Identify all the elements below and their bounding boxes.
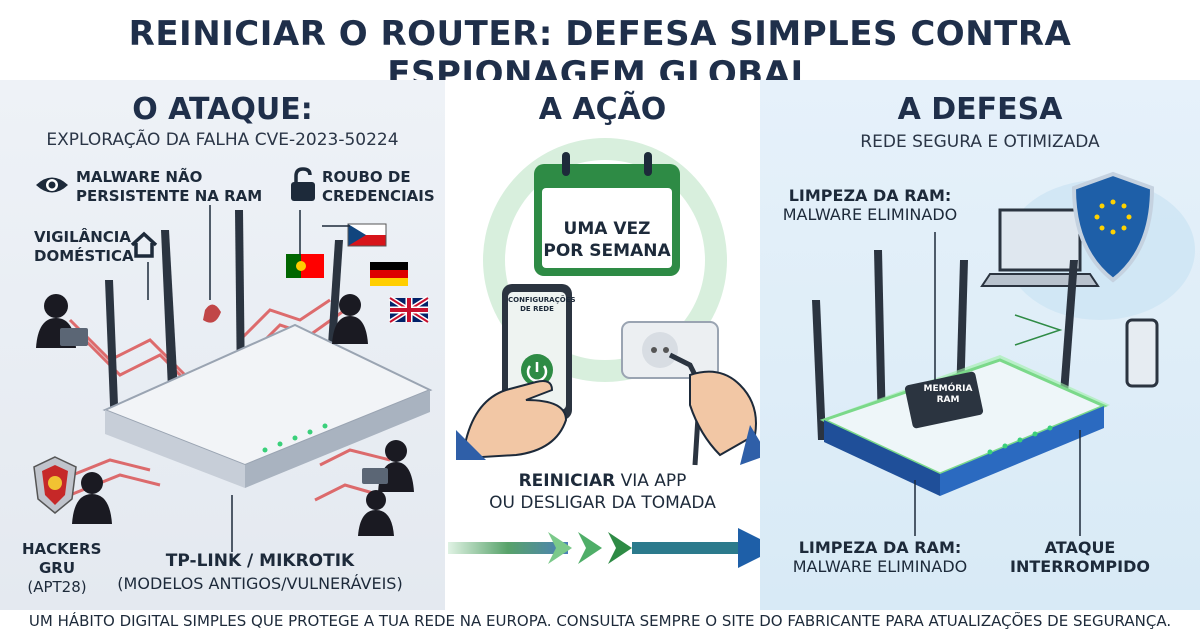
germany-flag-icon [370, 262, 408, 286]
hand-unplugging [668, 352, 768, 466]
action-heading: A AÇÃO [538, 92, 667, 127]
progress-arrows [448, 528, 778, 568]
defense-pointers [914, 232, 1081, 536]
hacker-figure [362, 440, 414, 492]
uk-flag-icon [388, 295, 430, 325]
power-socket [621, 321, 719, 379]
footer-note: UM HÁBITO DIGITAL SIMPLES QUE PROTEGE A … [28, 612, 1172, 630]
portugal-flag-icon [286, 254, 324, 278]
eu-shield-icon [1071, 171, 1155, 283]
ram-cleanup-label-top: LIMPEZA DA RAM:MALWARE ELIMINADO [782, 186, 958, 224]
hand-left [456, 380, 568, 460]
hacker-figure [358, 490, 394, 536]
router-pointer [231, 495, 233, 552]
smartphone-icon [1125, 318, 1159, 388]
unlock-icon [291, 167, 315, 201]
router-secured [812, 250, 1110, 496]
router-models-label: TP-LINK / MIKROTIK [165, 551, 355, 571]
defense-heading: A DEFESA [897, 92, 1063, 127]
attack-heading: O ATAQUE: [132, 92, 313, 127]
router-vulnerable [102, 210, 433, 488]
eye-icon [36, 177, 68, 193]
attack-subtitle: EXPLORAÇÃO DA FALHA CVE-2023-50224 [46, 130, 399, 150]
hacker-figure [36, 294, 88, 348]
home-icon [130, 231, 158, 258]
page-title: REINICIAR O ROUTER: DEFESA SIMPLES CONTR… [128, 14, 1072, 94]
hacker-figure [72, 472, 112, 524]
ram-cleanup-label-bottom: LIMPEZA DA RAM:MALWARE ELIMINADO [792, 538, 968, 576]
hacker-figure [332, 294, 368, 344]
router-models-note: (MODELOS ANTIGOS/VULNERÁVEIS) [117, 574, 403, 593]
gru-emblem-icon [33, 456, 77, 514]
czech-flag-icon [347, 223, 387, 247]
calendar-icon [534, 152, 680, 276]
defense-subtitle: REDE SEGURA E OTIMIZADA [860, 132, 1100, 152]
